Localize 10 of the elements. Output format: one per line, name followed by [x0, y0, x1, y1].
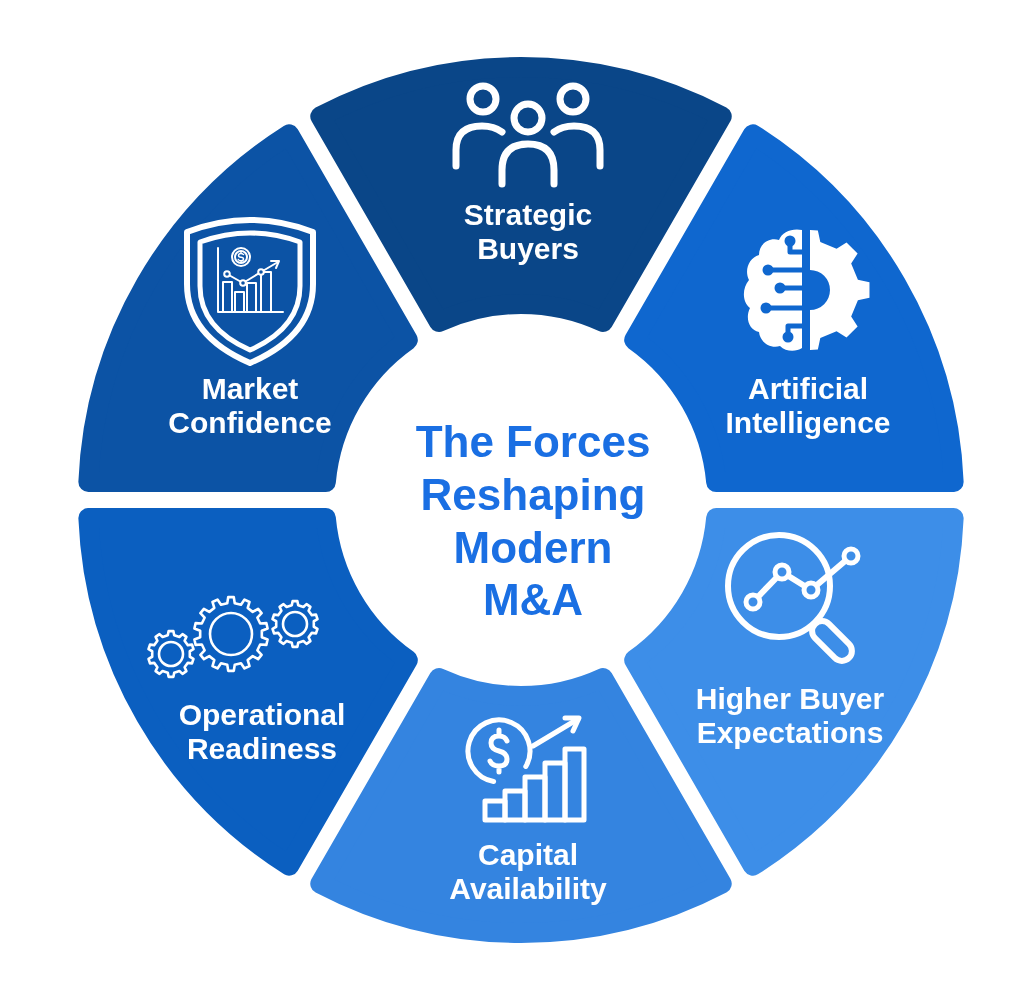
segment-label: Higher Buyer Expectations: [694, 682, 886, 750]
diagram-title: The Forces Reshaping Modern M&A: [414, 416, 652, 627]
ring-segment: [310, 57, 732, 332]
ring-segment: [78, 507, 418, 876]
segment-label: Capital Availability: [448, 838, 608, 906]
segment-label: Operational Readiness: [177, 698, 347, 766]
segment-label: Artificial Intelligence: [724, 372, 892, 440]
segment-label: Strategic Buyers: [462, 198, 594, 266]
segment-label: Market Confidence: [167, 372, 333, 440]
ring-segment: [78, 124, 418, 493]
